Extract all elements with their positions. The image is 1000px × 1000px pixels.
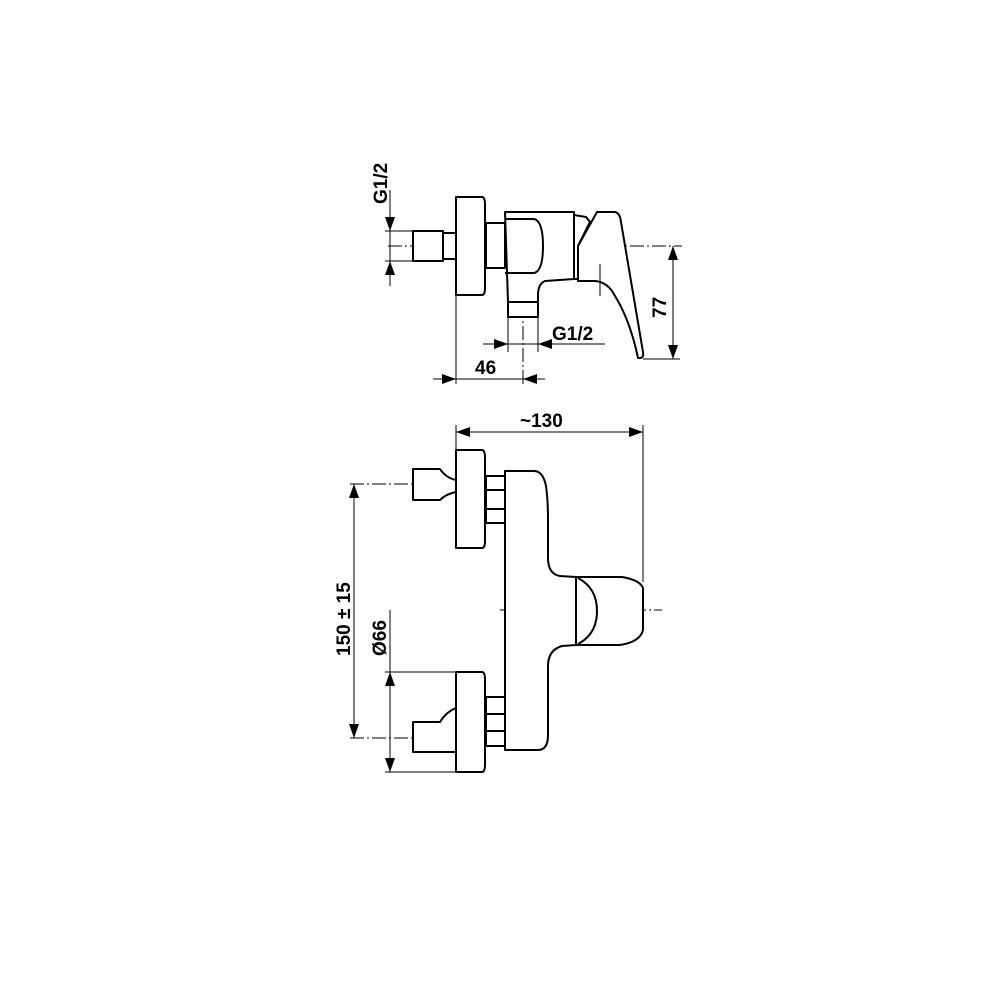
body-inner-contour <box>505 218 544 274</box>
dim-plate-diameter-label: Ø66 <box>370 620 391 656</box>
dim-center-distance-label: 150 ± 15 <box>334 582 355 656</box>
arrow-icon <box>668 246 678 260</box>
arrow-icon <box>385 261 395 275</box>
front-view: ~130 150 ± 15 Ø6 <box>334 411 662 773</box>
dim-depth-label: 46 <box>475 358 496 379</box>
dim-height-label: 77 <box>650 297 671 318</box>
dim-width-label: ~130 <box>520 411 563 432</box>
lever-handle <box>577 211 645 359</box>
top-wall-plate <box>455 449 486 549</box>
bottom-wall-plate <box>455 671 486 773</box>
mixer-body <box>504 470 577 751</box>
arrow-icon <box>538 339 552 349</box>
outlet-stub <box>507 301 539 318</box>
inlet-stub <box>412 230 444 262</box>
connector <box>485 222 506 269</box>
arrow-icon <box>349 724 359 738</box>
dim-thread-inlet-label: G1/2 <box>371 163 392 204</box>
mixer-body <box>504 211 575 303</box>
dim-thread-outlet-label: G1/2 <box>552 324 593 345</box>
arrow-icon <box>385 758 395 772</box>
arrow-icon <box>523 374 537 384</box>
arrow-icon <box>456 427 470 437</box>
arrow-icon <box>385 217 395 231</box>
side-view: G1/2 77 G1/2 46 <box>371 163 682 384</box>
arrow-icon <box>494 339 508 349</box>
arrow-icon <box>349 484 359 498</box>
lever-handle <box>575 576 644 646</box>
arrow-icon <box>668 345 678 359</box>
bottom-connector <box>485 696 506 747</box>
arrow-icon <box>629 427 643 437</box>
wall-plate <box>455 196 486 296</box>
bottom-inlet-stub <box>412 707 457 753</box>
top-connector <box>485 475 506 524</box>
top-inlet-stub <box>412 468 457 501</box>
arrow-icon <box>442 374 456 384</box>
handle-contour <box>577 577 598 645</box>
arrow-icon <box>385 672 395 686</box>
inlet-neck <box>442 232 457 260</box>
